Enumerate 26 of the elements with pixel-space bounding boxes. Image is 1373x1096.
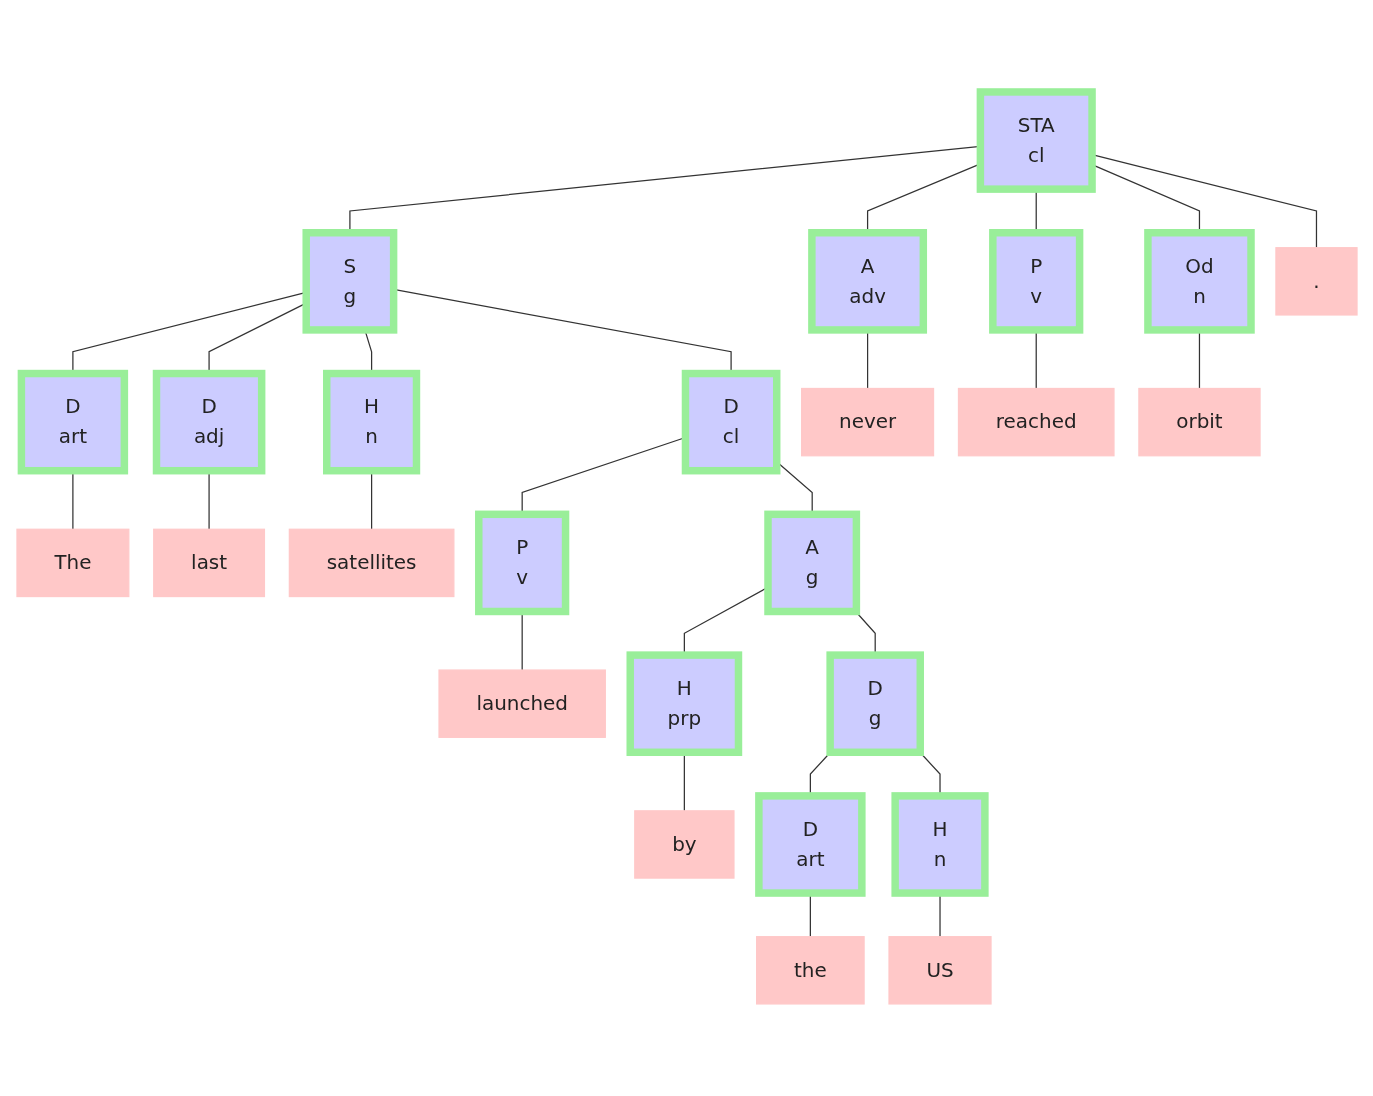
node-box: never bbox=[800, 387, 934, 457]
node-box: D art bbox=[17, 369, 128, 475]
node-box: H n bbox=[890, 792, 989, 897]
node-box: launched bbox=[437, 669, 606, 738]
node-box: D adj bbox=[152, 369, 265, 475]
node-box: A g bbox=[763, 510, 860, 616]
node-box: by bbox=[633, 810, 735, 879]
node-box: STA cl bbox=[976, 88, 1096, 193]
node-box: orbit bbox=[1137, 387, 1261, 457]
node-box: Od n bbox=[1143, 229, 1255, 334]
node-box: A adv bbox=[807, 229, 927, 334]
node-box: reached bbox=[957, 387, 1115, 457]
node-box: D art bbox=[754, 792, 866, 897]
node-box: . bbox=[1274, 247, 1358, 316]
node-box: The bbox=[15, 528, 129, 598]
node-box: D cl bbox=[681, 369, 780, 475]
node-box: P v bbox=[988, 229, 1083, 334]
node-box: P v bbox=[474, 510, 569, 616]
node-box: S g bbox=[301, 229, 397, 334]
node-box: the bbox=[755, 936, 865, 1005]
node-box: satellites bbox=[288, 528, 454, 598]
node-box: H n bbox=[322, 369, 420, 475]
node-box: H prp bbox=[626, 651, 742, 757]
node-box: US bbox=[887, 936, 992, 1005]
node-box: D g bbox=[825, 651, 924, 757]
node-box: last bbox=[152, 528, 265, 598]
